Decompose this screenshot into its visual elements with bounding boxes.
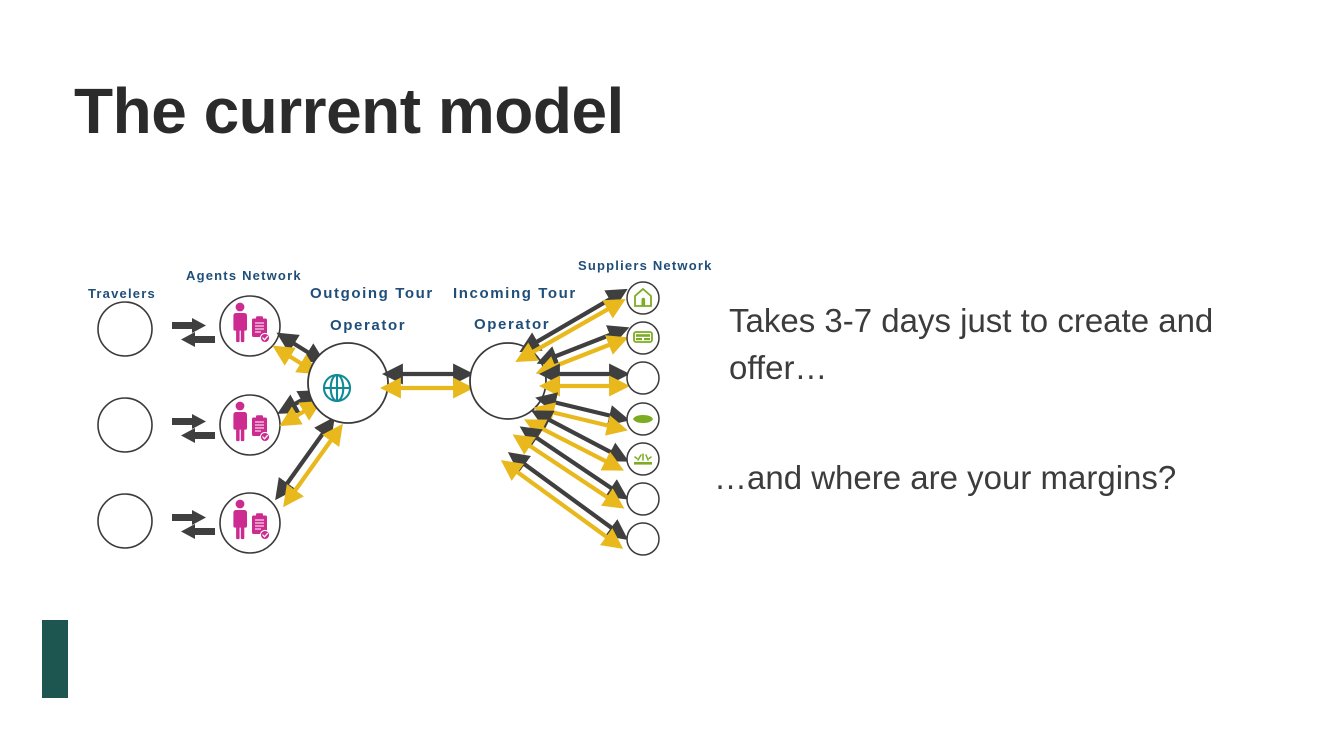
- supplier-icons: [633, 287, 653, 465]
- callout-delay-text: Takes 3-7 days just to create and offer…: [729, 302, 1214, 386]
- agent-icons: [233, 302, 271, 541]
- agent-operator-arrow-2: [277, 390, 322, 427]
- hotel-icon: [634, 287, 652, 307]
- supplier-arrow-3: [538, 363, 631, 397]
- label-travelers: Travelers: [88, 286, 156, 301]
- traveler-agent-arrow-2: [172, 414, 215, 443]
- agent-1: [219, 295, 281, 357]
- accent-bar: [42, 620, 68, 698]
- bus-icon: [633, 331, 653, 343]
- traveler-agent-arrow-1: [172, 318, 215, 347]
- traveler-agent-arrows: [172, 318, 215, 539]
- supplier-arrow-7: [500, 452, 629, 549]
- supplier-7: [626, 522, 660, 556]
- activity-icon: [634, 453, 652, 465]
- agent-operator-arrow-1: [272, 332, 326, 375]
- supplier-3: [626, 361, 660, 395]
- label-suppliers-network: Suppliers Network: [578, 258, 713, 273]
- page-title: The current model: [74, 75, 624, 147]
- agent-person-clipboard-icon: [233, 499, 271, 541]
- agent-person-clipboard-icon: [233, 401, 271, 443]
- incoming-operator-node: [469, 342, 547, 420]
- outgoing-operator-node: [307, 342, 389, 424]
- label-outgoing-operator: Operator: [330, 317, 407, 334]
- agent-3: [219, 492, 281, 554]
- supplier-bus: [626, 321, 660, 355]
- agent-2: [219, 394, 281, 456]
- operator-supplier-arrows: [500, 288, 631, 549]
- traveler-1: [97, 301, 153, 357]
- boat-icon: [633, 415, 653, 423]
- traveler-agent-arrow-3: [172, 510, 215, 539]
- traveler-nodes: [97, 301, 153, 549]
- agent-operator-arrow-3: [275, 416, 343, 508]
- callout-margins-text: …and where are your margins?: [714, 459, 1177, 496]
- supplier-6: [626, 482, 660, 516]
- agent-person-clipboard-icon: [233, 302, 271, 344]
- label-agents-network: Agents Network: [186, 268, 302, 283]
- globe-icon: [322, 373, 352, 403]
- label-outgoing-tour: Outgoing Tour: [310, 285, 434, 302]
- operator-operator-arrows: [379, 363, 475, 399]
- agent-nodes: [219, 295, 281, 554]
- traveler-2: [97, 397, 153, 453]
- traveler-3: [97, 493, 153, 549]
- agent-operator-arrows: [272, 332, 343, 508]
